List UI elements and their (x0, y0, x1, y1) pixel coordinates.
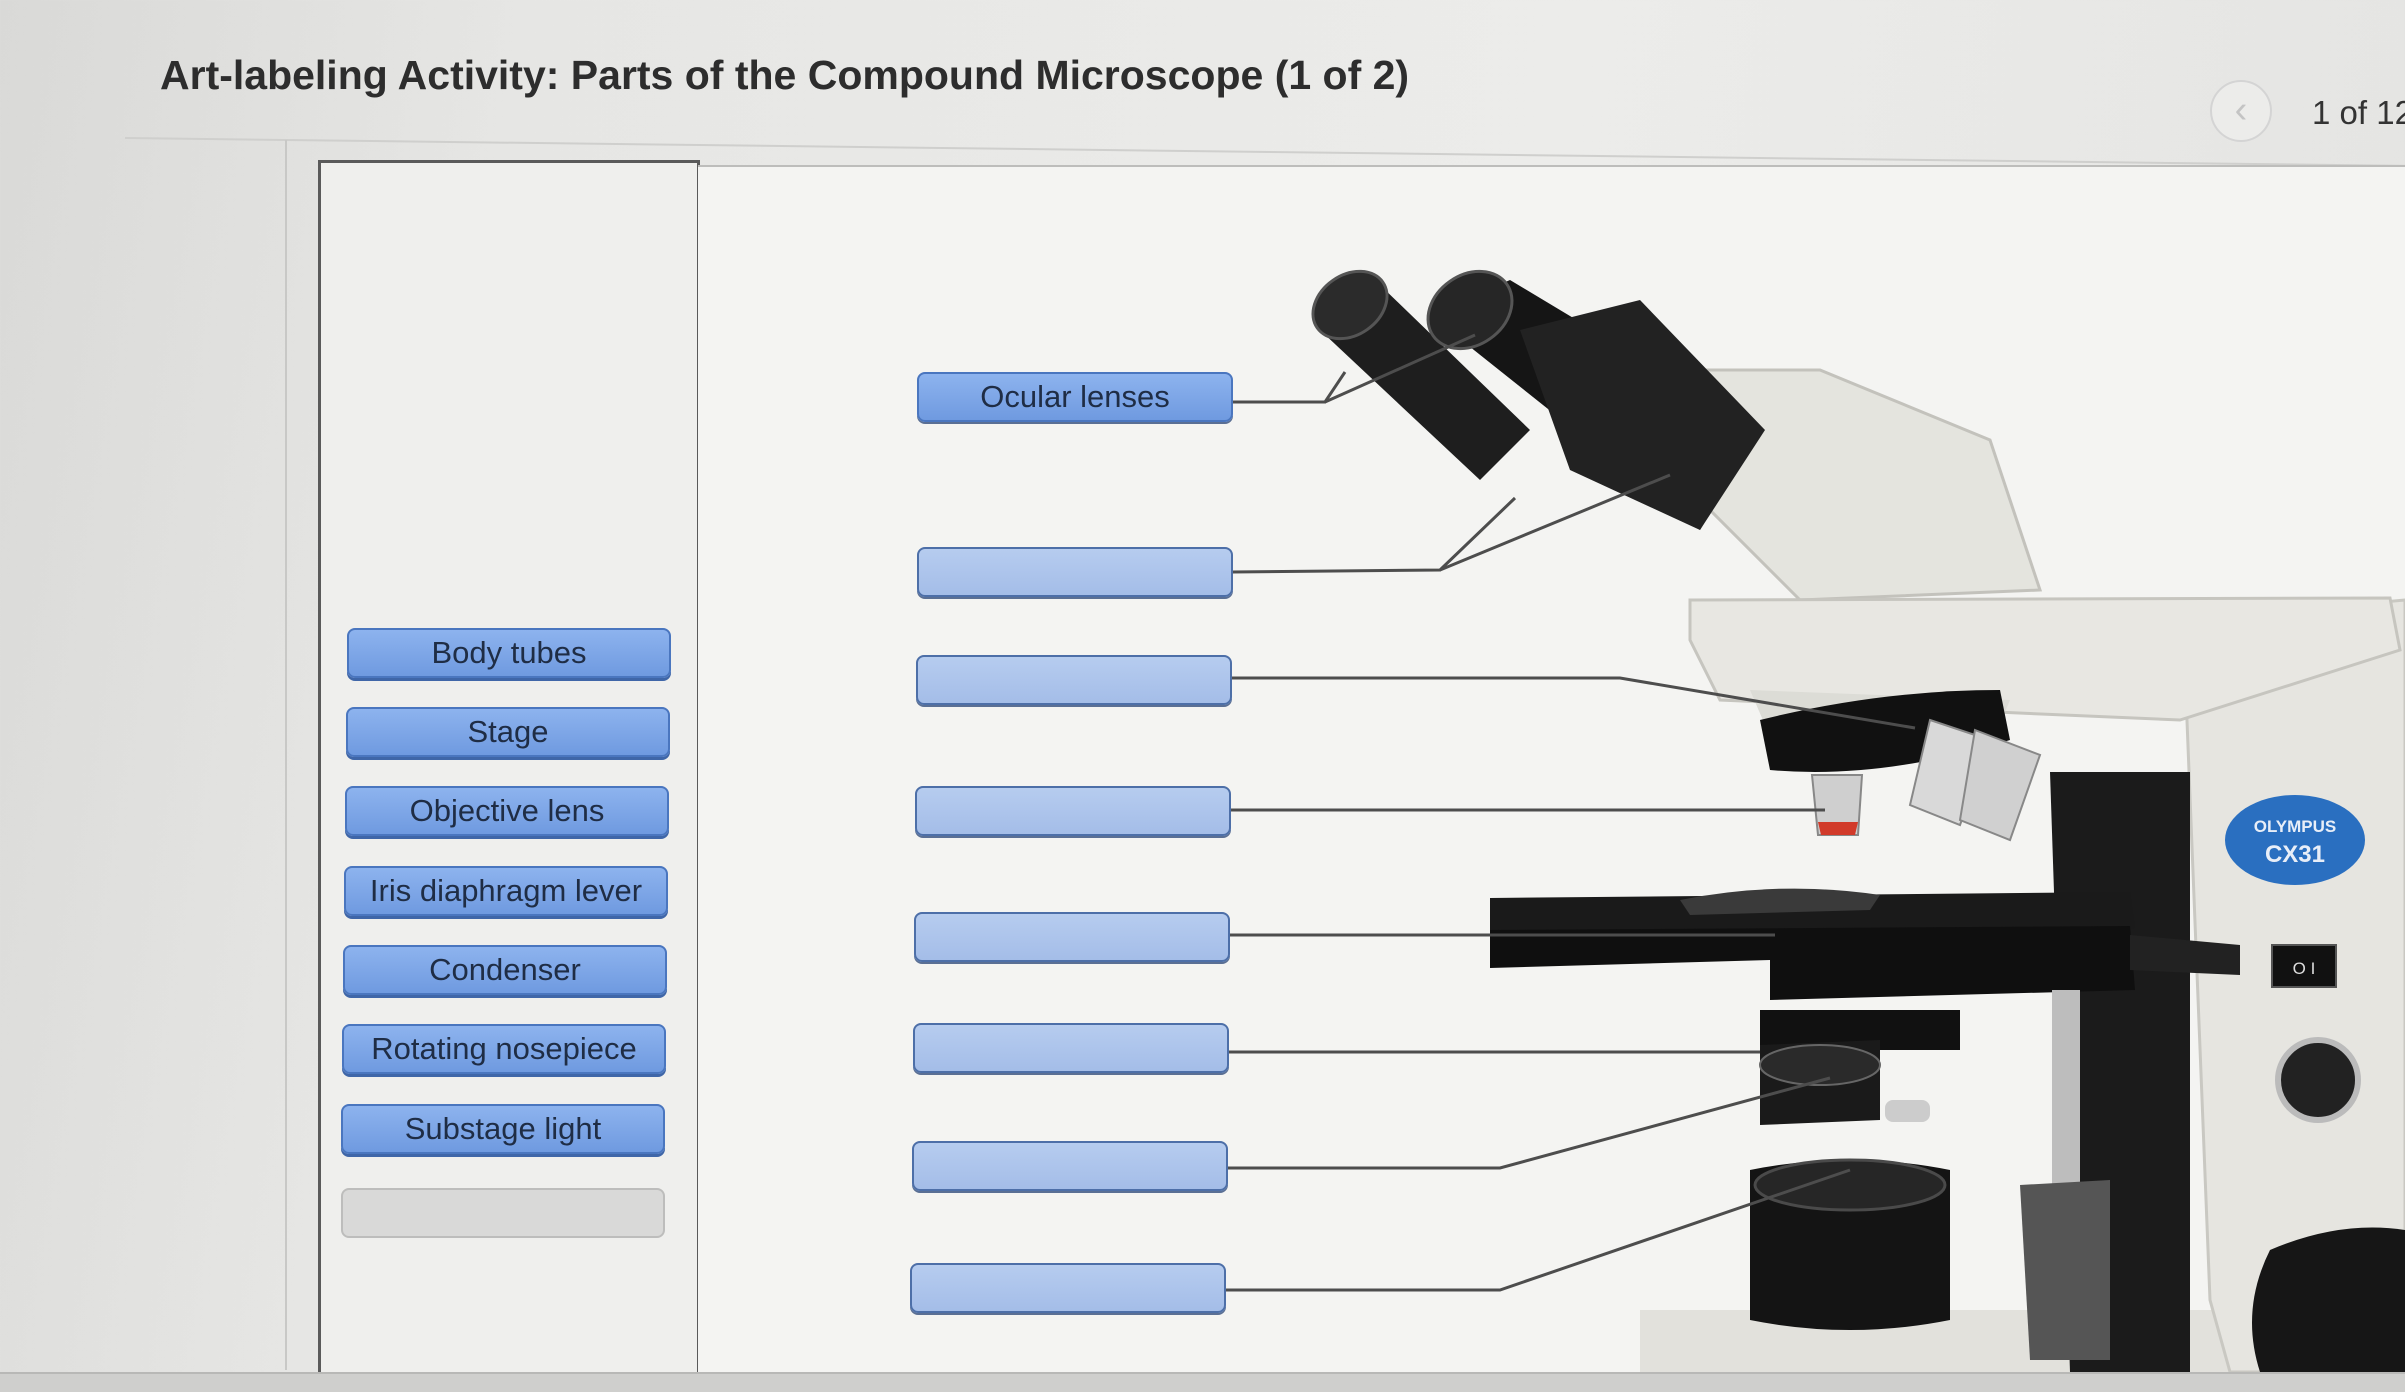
label-chip-iris-diaphragm-lever[interactable]: Iris diaphragm lever (344, 866, 668, 916)
stage-body (1490, 926, 2135, 1000)
objective-lens-1 (1810, 774, 1864, 836)
condenser-top (1760, 1010, 1960, 1050)
stage-control (2130, 935, 2240, 975)
stage-clip (1680, 888, 1880, 915)
revolver-housing (1688, 596, 2402, 722)
leader-line-7 (1225, 1076, 1831, 1170)
iris-diaphragm-ring (1759, 1044, 1881, 1086)
chevron-left-icon[interactable]: ‹ (2210, 80, 2272, 142)
eyepiece-right (1426, 269, 1765, 530)
brand-line2: CX31 (2265, 841, 2325, 868)
label-chip-rotating-nosepiece[interactable]: Rotating nosepiece (342, 1024, 666, 1074)
power-switch (2271, 944, 2337, 988)
label-chip-body-tubes[interactable]: Body tubes (347, 628, 671, 678)
leader-line-1 (1233, 371, 1347, 404)
coarse-focus-knob (2020, 1180, 2110, 1360)
drop-target-5[interactable] (914, 912, 1230, 962)
fine-focus-knob (2252, 1227, 2405, 1372)
brand-line1: OLYMPUS (2254, 817, 2337, 836)
eyepiece-left (1311, 269, 1530, 480)
leader-lines (1224, 333, 1916, 1292)
drop-target-4[interactable] (915, 786, 1231, 836)
light-intensity-knob (2275, 1037, 2361, 1123)
drop-target-7[interactable] (912, 1141, 1228, 1191)
drop-target-3[interactable] (916, 655, 1232, 705)
word-bank-panel (318, 160, 700, 1375)
page-count: 1 of 12 (2312, 94, 2405, 131)
label-chip-stage[interactable]: Stage (346, 707, 670, 757)
drop-target-2[interactable] (917, 547, 1233, 597)
condenser-focus-rod (2052, 990, 2080, 1190)
left-rail (285, 140, 295, 1370)
leader-line-3 (1230, 676, 1916, 730)
objective-lens-3 (1958, 728, 2042, 842)
stage-top (1490, 892, 2135, 932)
iris-diaphragm-lever-knob (1885, 1100, 1930, 1122)
power-switch-label: O I (2293, 959, 2316, 978)
brand-badge (2225, 795, 2365, 885)
bottom-bar (0, 1372, 2405, 1392)
drop-target-1[interactable]: Ocular lenses (917, 372, 1233, 422)
label-chip-objective-lens[interactable]: Objective lens (345, 786, 669, 836)
objective-lens-2 (1908, 718, 1992, 827)
objective-ring-red (1818, 822, 1858, 835)
drop-target-8[interactable] (910, 1263, 1226, 1313)
drop-target-6[interactable] (913, 1023, 1229, 1073)
label-chip-substage-light[interactable]: Substage light (341, 1104, 665, 1154)
label-chip-condenser[interactable]: Condenser (343, 945, 667, 995)
leader-line-8 (1224, 1168, 1851, 1292)
page-title: Art-labeling Activity: Parts of the Comp… (160, 52, 1410, 98)
word-bank-empty-slot (341, 1188, 665, 1238)
